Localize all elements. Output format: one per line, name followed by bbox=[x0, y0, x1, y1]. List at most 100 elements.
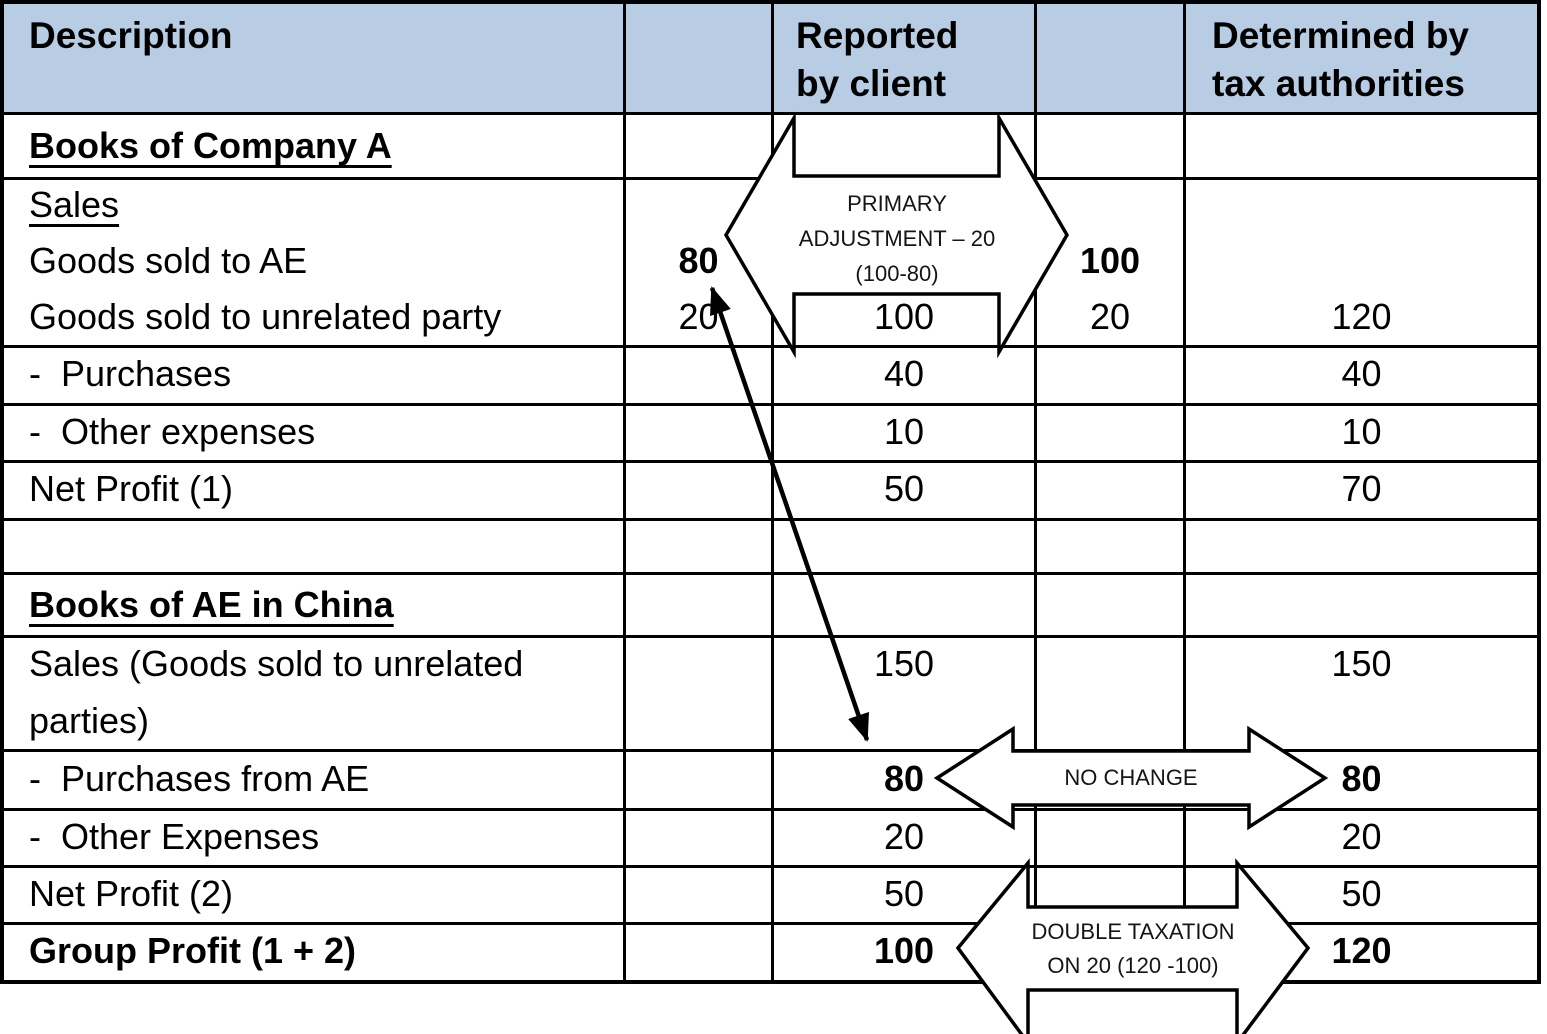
cell-value: 80 bbox=[1341, 758, 1382, 799]
header-cell-1 bbox=[626, 4, 774, 115]
cell-value: 40 bbox=[883, 353, 925, 394]
cell-r0-c1 bbox=[626, 115, 774, 180]
cell-r5-c2 bbox=[774, 518, 1037, 575]
cell-value: 20 bbox=[883, 816, 925, 857]
annotation-line: NO CHANGE bbox=[1064, 765, 1198, 790]
table-row bbox=[4, 518, 1537, 575]
row-label: Group Profit (1 + 2) bbox=[29, 930, 357, 971]
row-label: - Other expenses bbox=[29, 411, 316, 452]
cell-value: 80 bbox=[678, 240, 719, 281]
cell-value: 10 bbox=[1341, 411, 1382, 452]
row-label: Goods sold to AE bbox=[29, 240, 308, 281]
cell-value: tax authorities bbox=[1212, 63, 1465, 104]
cell-r8-c1 bbox=[626, 750, 774, 811]
table-row: - Other Expenses 20 20 bbox=[4, 808, 1537, 868]
cell-r5-c3 bbox=[1037, 518, 1186, 575]
cell-value: 100 bbox=[1079, 240, 1141, 281]
cell-r3-c1 bbox=[626, 403, 774, 463]
annotation-line: ON 20 (120 -100) bbox=[1047, 953, 1219, 978]
table-row: - Purchases from AE 80 80 bbox=[4, 750, 1537, 811]
cell-r2-c3 bbox=[1037, 345, 1186, 406]
cell-value: 150 bbox=[1331, 643, 1392, 684]
cell-value: 70 bbox=[1341, 468, 1382, 509]
cell-r10-c4: 50 bbox=[1186, 865, 1537, 925]
cell-r1-c4: 120 bbox=[1186, 177, 1537, 348]
cell-value: 10 bbox=[883, 411, 925, 452]
cell-value: 150 bbox=[873, 643, 935, 684]
cell-r3-c3 bbox=[1037, 403, 1186, 463]
cell-r6-c0: Books of AE in China bbox=[4, 575, 626, 638]
row-label: Net Profit (1) bbox=[29, 468, 234, 509]
cell-r10-c1 bbox=[626, 865, 774, 925]
cell-value bbox=[1037, 177, 1183, 233]
cell-value: 120 bbox=[1331, 930, 1392, 971]
row-label: - Other Expenses bbox=[29, 816, 320, 857]
cell-r5-c1 bbox=[626, 518, 774, 575]
cell-r8-c0: - Purchases from AE bbox=[4, 750, 626, 811]
cell-r7-c4: 150 bbox=[1186, 635, 1537, 752]
table-row: - Other expenses 10 10 bbox=[4, 403, 1537, 463]
cell-r5-c0 bbox=[4, 518, 626, 575]
cell-r4-c1 bbox=[626, 460, 774, 521]
cell-r3-c0: - Other expenses bbox=[4, 403, 626, 463]
cell-value: 50 bbox=[883, 468, 925, 509]
cell-r9-c0: - Other Expenses bbox=[4, 808, 626, 868]
cell-r7-c1 bbox=[626, 635, 774, 752]
cell-r0-c2 bbox=[774, 115, 1037, 180]
cell-value: 40 bbox=[1341, 353, 1382, 394]
cell-r10-c0: Net Profit (2) bbox=[4, 865, 626, 925]
cell-value: 80 bbox=[883, 758, 925, 799]
cell-r11-c4: 120 bbox=[1186, 922, 1537, 980]
row-label: - Purchases from AE bbox=[29, 758, 370, 799]
cell-value: 100 bbox=[873, 930, 935, 971]
cell-r8-c4: 80 bbox=[1186, 750, 1537, 811]
table-row: Books of Company A bbox=[4, 115, 1537, 180]
annotation-line: (100-80) bbox=[855, 261, 939, 286]
cell-r9-c4: 20 bbox=[1186, 808, 1537, 868]
row-label: Books of AE in China bbox=[29, 584, 394, 625]
cell-r2-c4: 40 bbox=[1186, 345, 1537, 406]
cell-r9-c1 bbox=[626, 808, 774, 868]
row-label: Net Profit (2) bbox=[29, 873, 234, 914]
cell-r7-c3 bbox=[1037, 635, 1186, 752]
cell-r2-c0: - Purchases bbox=[4, 345, 626, 406]
cell-r6-c4 bbox=[1186, 575, 1537, 638]
header-cell-3 bbox=[1037, 4, 1186, 115]
table-row: Books of AE in China bbox=[4, 575, 1537, 638]
table-row: Group Profit (1 + 2) 100 120 bbox=[4, 922, 1537, 980]
cell-r11-c1 bbox=[626, 922, 774, 980]
cell-value: 20 bbox=[678, 296, 719, 337]
cell-r4-c3 bbox=[1037, 460, 1186, 521]
row-label: Goods sold to unrelated party bbox=[29, 296, 502, 337]
cell-value: 100 bbox=[873, 296, 935, 337]
row-label: Description bbox=[29, 15, 233, 56]
cell-r6-c3 bbox=[1037, 575, 1186, 638]
cell-r0-c0: Books of Company A bbox=[4, 115, 626, 180]
cell-r3-c4: 10 bbox=[1186, 403, 1537, 463]
annotation-line: ADJUSTMENT – 20 bbox=[798, 226, 996, 251]
row-label: Books of Company A bbox=[29, 125, 392, 166]
cell-value bbox=[1186, 233, 1537, 289]
table-row: Net Profit (1) 50 70 bbox=[4, 460, 1537, 521]
cell-r11-c0: Group Profit (1 + 2) bbox=[4, 922, 626, 980]
primary-adjustment-label: PRIMARY ADJUSTMENT – 20 (100-80) bbox=[744, 186, 1050, 291]
cell-r8-c2: 80 bbox=[774, 750, 1037, 811]
no-change-label: NO CHANGE bbox=[1013, 757, 1249, 799]
cell-value: 50 bbox=[883, 873, 925, 914]
row-label: Sales bbox=[29, 184, 120, 225]
annotation-line: PRIMARY bbox=[847, 191, 947, 216]
cell-r6-c2 bbox=[774, 575, 1037, 638]
cell-value: 20 bbox=[1341, 816, 1382, 857]
cell-r4-c2: 50 bbox=[774, 460, 1037, 521]
cell-value: by client bbox=[796, 63, 947, 104]
cell-r2-c1 bbox=[626, 345, 774, 406]
cell-r9-c3 bbox=[1037, 808, 1186, 868]
